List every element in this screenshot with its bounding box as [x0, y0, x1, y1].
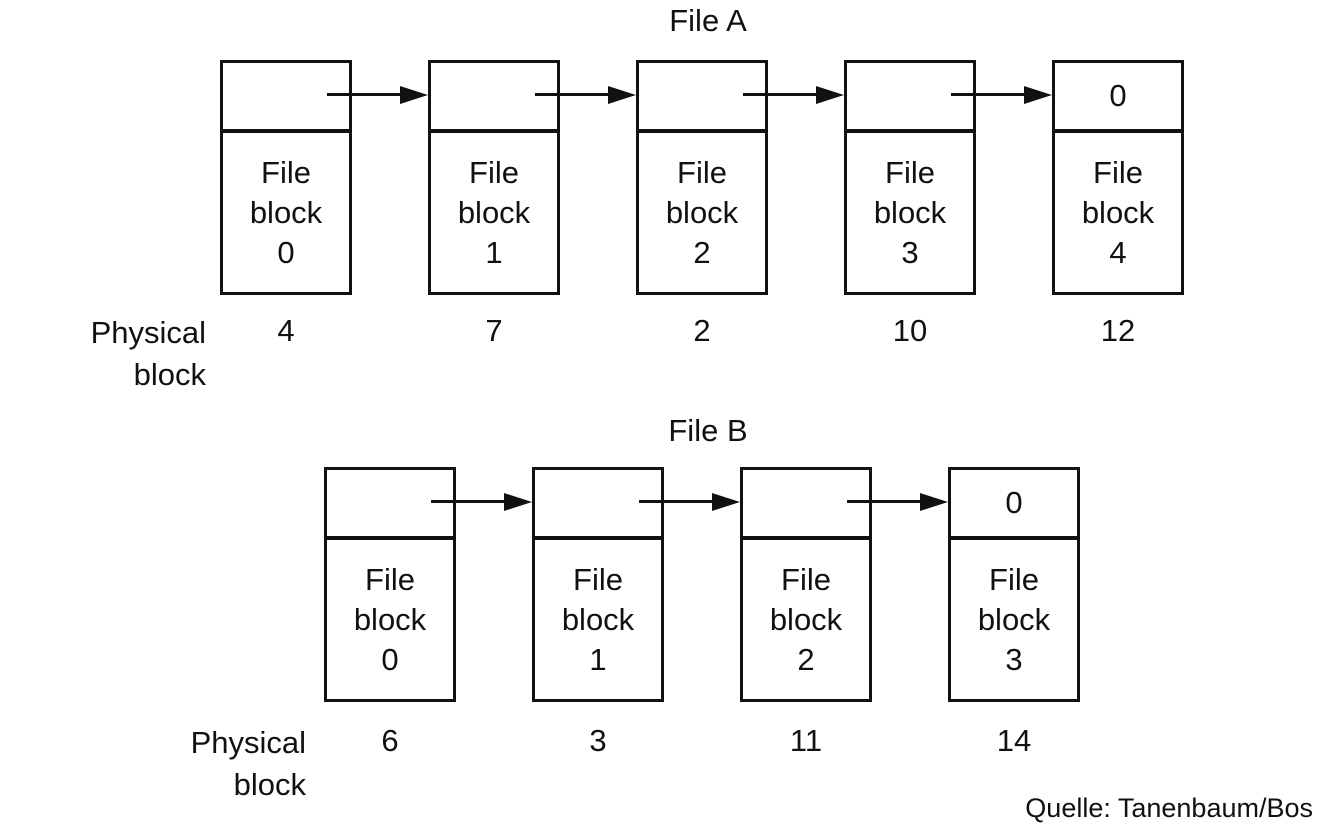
physical-block-number: 6 [381, 723, 399, 758]
next-pointer-arrow-icon [327, 86, 428, 104]
physical-block-number: 10 [892, 313, 928, 348]
next-pointer-arrow-icon [951, 86, 1052, 104]
next-pointer-arrow-icon [847, 493, 948, 511]
next-pointer-arrow-icon [431, 493, 532, 511]
file-block-label: File block 0 [353, 561, 427, 677]
pointer-cell [743, 470, 869, 540]
file-block-label: File block 0 [249, 154, 323, 270]
file-b-block-1: File block 1 [532, 467, 664, 702]
file-block-label: File block 3 [873, 154, 947, 270]
pointer-cell: 0 [1055, 63, 1181, 133]
pointer-cell [431, 63, 557, 133]
file-b-block-2: File block 2 [740, 467, 872, 702]
file-block-label: File block 2 [769, 561, 843, 677]
file-a-block-0: File block 0 [220, 60, 352, 295]
file-a-block-1: File block 1 [428, 60, 560, 295]
file-b-block-0: File block 0 [324, 467, 456, 702]
pointer-cell [639, 63, 765, 133]
pointer-cell [847, 63, 973, 133]
physical-block-number: 11 [789, 723, 823, 758]
physical-block-number: 14 [996, 723, 1032, 758]
source-caption: Quelle: Tanenbaum/Bos [1025, 793, 1313, 823]
physical-block-label: Physical block [90, 315, 206, 392]
file-a-block-4: 0 File block 4 [1052, 60, 1184, 295]
file-block-label: File block 3 [977, 561, 1051, 677]
next-pointer-arrow-icon [535, 86, 636, 104]
physical-block-number: 7 [485, 313, 503, 348]
file-a-block-2: File block 2 [636, 60, 768, 295]
pointer-cell [223, 63, 349, 133]
pointer-cell [535, 470, 661, 540]
physical-block-number: 3 [589, 723, 607, 758]
file-block-label: File block 1 [561, 561, 635, 677]
physical-block-number: 4 [277, 313, 295, 348]
physical-block-number: 2 [693, 313, 711, 348]
file-a-block-3: File block 3 [844, 60, 976, 295]
pointer-cell: 0 [951, 470, 1077, 540]
file-block-label: File block 4 [1081, 154, 1155, 270]
pointer-cell [327, 470, 453, 540]
file-block-label: File block 2 [665, 154, 739, 270]
file-b-title: File B [668, 413, 748, 448]
file-block-label: File block 1 [457, 154, 531, 270]
next-pointer-arrow-icon [743, 86, 844, 104]
physical-block-label: Physical block [190, 725, 306, 802]
next-pointer-arrow-icon [639, 493, 740, 511]
physical-block-number: 12 [1100, 313, 1136, 348]
file-a-title: File A [669, 3, 747, 38]
file-b-block-3: 0 File block 3 [948, 467, 1080, 702]
